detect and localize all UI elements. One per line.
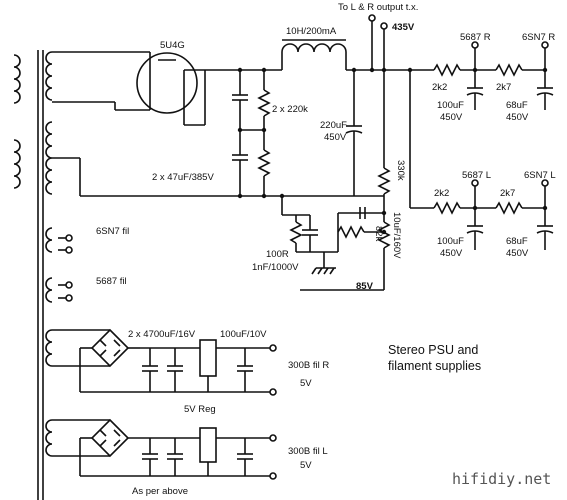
label-2k2-upper: 2k2 (432, 82, 447, 93)
label-as-per-above: As per above (132, 486, 188, 497)
label-cap-100uf-lower-v: 450V (440, 248, 463, 259)
label-cap-220uf: 220uF (320, 120, 347, 131)
label-cap-220uf-voltage: 450V (324, 132, 347, 143)
rc-filter-right (433, 41, 554, 110)
filament-supply-r (52, 328, 277, 396)
label-5v-regulator: 5V Reg (184, 404, 216, 415)
transformer-primary (13, 50, 44, 500)
caption-line-1: Stereo PSU and (388, 343, 478, 357)
label-300b-fil-l: 300B fil L (288, 446, 328, 457)
rc-filter-left (407, 67, 554, 250)
watermark-text: hifidiy.net (452, 470, 551, 488)
label-2k2-lower: 2k2 (434, 188, 449, 199)
label-cap-4700uf: 2 x 4700uF/16V (128, 329, 196, 340)
label-85v: 85V (356, 281, 374, 292)
label-6sn7-r: 6SN7 R (522, 32, 555, 43)
label-cap-68uf-lower: 68uF (506, 236, 528, 247)
label-cap-100uf-upper-v: 450V (440, 112, 463, 123)
label-5687-r: 5687 R (460, 32, 491, 43)
filament-supply-l (52, 418, 277, 480)
label-5687-l: 5687 L (462, 170, 491, 181)
transformer-secondaries (45, 51, 73, 457)
label-300b-fil-r-voltage: 5V (300, 378, 312, 389)
label-300b-fil-r: 300B fil R (288, 360, 329, 371)
label-cap-100uf-upper: 100uF (437, 100, 464, 111)
label-2k7-lower: 2k7 (500, 188, 515, 199)
label-cap-100uf-10v: 100uF/10V (220, 329, 267, 340)
label-cap-68uf-lower-v: 450V (506, 248, 529, 259)
reservoir-section (80, 67, 384, 199)
divider-network (300, 70, 391, 291)
label-choke: 10H/200mA (286, 26, 337, 37)
label-cap-1nf: 1nF/1000V (252, 262, 299, 273)
choke-inductor (281, 39, 434, 73)
label-cap-68uf-upper: 68uF (506, 100, 528, 111)
label-435v: 435V (392, 22, 415, 33)
label-reservoir-caps: 2 x 47uF/385V (152, 172, 214, 183)
label-bleeder-resistors: 2 x 220k (272, 104, 308, 115)
label-6sn7-l: 6SN7 L (524, 170, 556, 181)
label-cap-10uf: 10uF/160V (391, 212, 402, 259)
label-5687-filament: 5687 fil (96, 276, 127, 287)
label-rectifier-tube: 5U4G (160, 40, 185, 51)
output-terminals (368, 14, 388, 70)
caption-line-2: filament supplies (388, 359, 481, 373)
label-cap-100uf-lower: 100uF (437, 236, 464, 247)
label-300b-fil-l-voltage: 5V (300, 460, 312, 471)
label-2k7-upper: 2k7 (496, 82, 511, 93)
capacitor-220uf (345, 70, 363, 196)
label-cap-68uf-upper-v: 450V (506, 112, 529, 123)
label-resistor-330k: 330k (395, 160, 406, 181)
label-resistor-100r: 100R (266, 249, 289, 260)
ground-rc (281, 196, 339, 275)
label-output-to: To L & R output t.x. (338, 2, 418, 13)
label-6sn7-filament: 6SN7 fil (96, 226, 129, 237)
rectifier-tube-5u4g (52, 51, 282, 196)
label-resistor-82k: 82k (373, 226, 384, 242)
